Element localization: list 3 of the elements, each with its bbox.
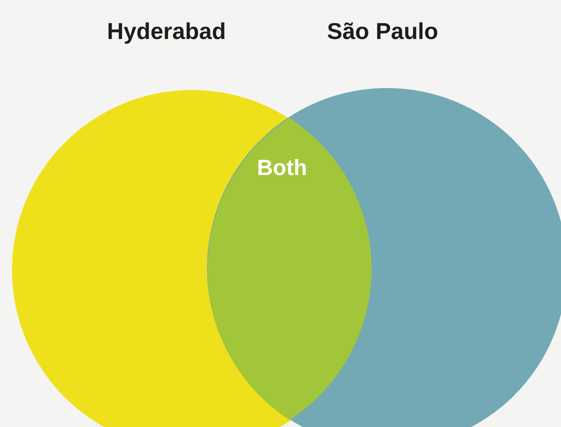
set-label: São Paulo: [327, 18, 438, 45]
set-label: Hyderabad: [107, 18, 226, 45]
overlap-label: Both: [257, 155, 308, 181]
